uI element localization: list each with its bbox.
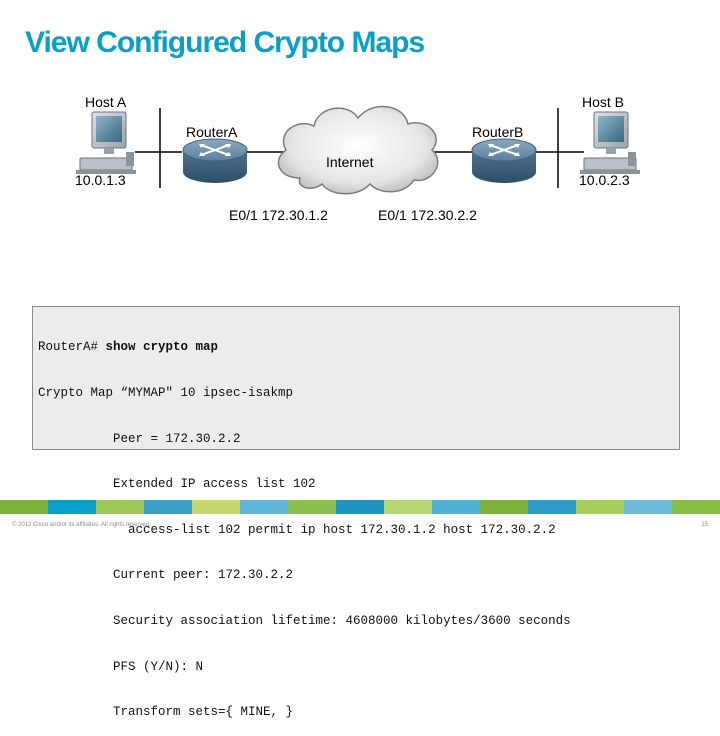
footer-stripe-segment bbox=[0, 500, 48, 514]
host-a-label: Host A bbox=[85, 94, 127, 110]
host-b-computer-icon bbox=[580, 111, 640, 174]
cli-output-line: access-list 102 permit ip host 172.30.1.… bbox=[38, 522, 556, 537]
cli-output-line: Current peer: 172.30.2.2 bbox=[38, 568, 294, 583]
router-b-interface: E0/1 172.30.2.2 bbox=[378, 207, 477, 223]
footer-stripe-segment bbox=[336, 500, 384, 514]
footer-stripe-segment bbox=[528, 500, 576, 514]
footer-stripe-segment bbox=[384, 500, 432, 514]
network-links bbox=[159, 108, 559, 188]
host-a-ip: 10.0.1.3 bbox=[75, 172, 126, 188]
footer-stripe-segment bbox=[480, 500, 528, 514]
footer-stripe-segment bbox=[96, 500, 144, 514]
cli-output-line: Crypto Map “MYMAP" 10 ipsec-isakmp bbox=[38, 386, 294, 401]
footer-stripe-segment bbox=[672, 500, 720, 514]
footer-color-stripe bbox=[0, 500, 720, 514]
cli-output-line: Extended IP access list 102 bbox=[38, 477, 316, 492]
internet-cloud-icon bbox=[277, 105, 439, 195]
cli-prompt: RouterA# bbox=[38, 340, 106, 355]
host-b-label: Host B bbox=[582, 94, 625, 110]
router-a-label: RouterA bbox=[186, 124, 238, 140]
footer-stripe-segment bbox=[240, 500, 288, 514]
network-diagram bbox=[76, 105, 640, 195]
cli-output-line: Peer = 172.30.2.2 bbox=[38, 431, 241, 446]
cli-output-panel: RouterA# show crypto map Crypto Map “MYM… bbox=[32, 306, 680, 719]
footer-stripe-segment bbox=[48, 500, 96, 514]
footer-stripe-segment bbox=[144, 500, 192, 514]
cli-output-line: Security association lifetime: 4608000 k… bbox=[38, 614, 571, 629]
router-b-icon bbox=[471, 138, 537, 183]
cli-command: show crypto map bbox=[105, 340, 219, 355]
footer-stripe-segment bbox=[192, 500, 240, 514]
internet-label: Internet bbox=[326, 154, 374, 170]
footer-stripe-segment bbox=[288, 500, 336, 514]
cli-command-line: RouterA# show crypto map bbox=[38, 340, 679, 355]
router-a-icon bbox=[182, 138, 248, 183]
footer-stripe-segment bbox=[624, 500, 672, 514]
footer-stripe-segment bbox=[432, 500, 480, 514]
slide-title: View Configured Crypto Maps bbox=[25, 26, 425, 59]
host-b-ip: 10.0.2.3 bbox=[579, 172, 630, 188]
cli-output-line: Transform sets={ MINE, } bbox=[38, 705, 294, 720]
copyright-text: © 2012 Cisco and/or its affiliates. All … bbox=[12, 522, 151, 528]
footer-stripe-segment bbox=[576, 500, 624, 514]
router-a-interface: E0/1 172.30.1.2 bbox=[229, 207, 328, 223]
page-number: 15 bbox=[701, 522, 708, 528]
cli-output-line: PFS (Y/N): N bbox=[38, 659, 204, 674]
router-b-label: RouterB bbox=[472, 124, 524, 140]
host-a-computer-icon bbox=[76, 111, 136, 174]
